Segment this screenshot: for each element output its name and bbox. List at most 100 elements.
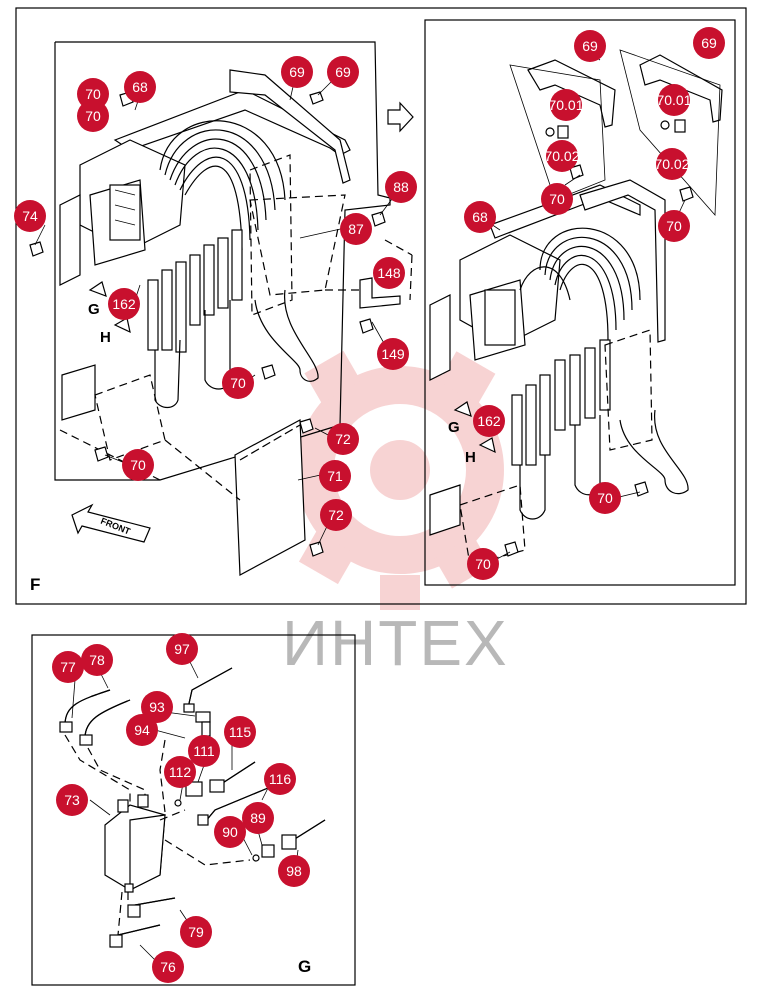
callout-badge: 87 bbox=[340, 213, 372, 245]
panel-g: G bbox=[31, 634, 356, 986]
callout-number: 115 bbox=[229, 724, 252, 740]
callout-badge-circle bbox=[320, 499, 352, 531]
callout-number: 69 bbox=[701, 35, 717, 51]
callout-number: 97 bbox=[174, 641, 190, 657]
right-view-outline bbox=[424, 19, 736, 586]
callout-badge-circle bbox=[141, 691, 173, 723]
panel-g-frame bbox=[31, 634, 356, 986]
callout-badge: 93 bbox=[141, 691, 173, 723]
panel-f-frame bbox=[15, 7, 747, 605]
callout-number: 74 bbox=[22, 208, 38, 224]
callout-badge-circle bbox=[656, 148, 688, 180]
callout-number: 72 bbox=[328, 507, 344, 523]
callout-badge-circle bbox=[52, 651, 84, 683]
callout-badge-circle bbox=[574, 30, 606, 62]
callout-number: 162 bbox=[112, 296, 136, 312]
callout-badge-circle bbox=[77, 100, 109, 132]
callout-badge-circle bbox=[81, 644, 113, 676]
callout-badge: 98 bbox=[278, 855, 310, 887]
callout-badge-circle bbox=[77, 78, 109, 110]
callout-badge-circle bbox=[464, 201, 496, 233]
svg-text:H: H bbox=[465, 449, 476, 466]
panel-f-label: F bbox=[30, 575, 40, 594]
callout-badge: 77 bbox=[52, 651, 84, 683]
callout-badge-circle bbox=[281, 56, 313, 88]
callout-number: 77 bbox=[60, 659, 76, 675]
callout-badge-circle bbox=[658, 210, 690, 242]
left-assembly bbox=[29, 69, 413, 576]
callout-number: 72 bbox=[335, 431, 351, 447]
callout-badge-circle bbox=[340, 213, 372, 245]
callout-number: 76 bbox=[160, 959, 176, 975]
callout-number: 70.02 bbox=[654, 156, 689, 172]
callout-badge: 70 bbox=[77, 100, 109, 132]
callout-badge-circle bbox=[385, 171, 417, 203]
callout-badge: 70 bbox=[658, 210, 690, 242]
callout-badge-circle bbox=[550, 89, 582, 121]
panel-f: F bbox=[15, 7, 747, 605]
left-view-marker-h: H bbox=[100, 317, 131, 346]
callout-number: 116 bbox=[269, 771, 292, 787]
watermark-text: ИНТЕХ bbox=[282, 607, 509, 679]
callout-badge-circle bbox=[327, 56, 359, 88]
callout-badge: 71 bbox=[319, 460, 351, 492]
callout-number: 162 bbox=[477, 413, 501, 429]
callout-badge: 72 bbox=[327, 423, 359, 455]
callout-badge: 89 bbox=[242, 802, 274, 834]
callout-number: 93 bbox=[149, 699, 165, 715]
callout-badge: 149 bbox=[377, 338, 409, 370]
left-view-outline bbox=[54, 41, 391, 481]
callout-badge: 68 bbox=[464, 201, 496, 233]
callout-number: 87 bbox=[348, 221, 364, 237]
callout-badge-circle bbox=[327, 423, 359, 455]
callout-number: 70.01 bbox=[548, 97, 583, 113]
callout-number: 70 bbox=[230, 375, 246, 391]
callout-badge: 94 bbox=[126, 714, 158, 746]
callout-badge: 115 bbox=[224, 716, 256, 748]
callout-number: 148 bbox=[377, 265, 401, 281]
right-view-marker-h: H bbox=[465, 437, 496, 466]
callout-badge: 70.01 bbox=[656, 84, 692, 116]
callout-badge-circle bbox=[122, 449, 154, 481]
callout-badge: 79 bbox=[180, 916, 212, 948]
callout-number: 111 bbox=[193, 743, 214, 759]
callout-badge: 162 bbox=[473, 405, 505, 437]
callout-number: 94 bbox=[134, 722, 150, 738]
callout-badge: 69 bbox=[281, 56, 313, 88]
callout-badge: 112 bbox=[164, 756, 196, 788]
view-transition-arrow-icon bbox=[387, 101, 414, 133]
callout-badge-circle bbox=[658, 84, 690, 116]
callout-badge-circle bbox=[467, 548, 499, 580]
callout-badge: 70 bbox=[467, 548, 499, 580]
callout-number: 69 bbox=[582, 38, 598, 54]
callout-badge: 70.01 bbox=[548, 89, 584, 121]
callout-badge: 97 bbox=[166, 633, 198, 665]
callout-number: 71 bbox=[327, 468, 343, 484]
callout-badge-circle bbox=[546, 140, 578, 172]
callout-badge-circle bbox=[373, 257, 405, 289]
callout-number: 90 bbox=[222, 824, 238, 840]
callout-badge: 73 bbox=[56, 784, 88, 816]
callout-badge-circle bbox=[126, 714, 158, 746]
callout-badge-circle bbox=[224, 716, 256, 748]
callout-badge-circle bbox=[264, 763, 296, 795]
callout-number: 70.02 bbox=[544, 148, 579, 164]
callout-number: 68 bbox=[472, 209, 488, 225]
callout-number: 112 bbox=[169, 764, 192, 780]
callout-number: 70 bbox=[85, 108, 101, 124]
callout-badge: 76 bbox=[152, 951, 184, 983]
callout-badge: 116 bbox=[264, 763, 296, 795]
right-view-marker-g: G bbox=[448, 401, 472, 436]
watermark: ИНТЕХ bbox=[282, 350, 509, 679]
callout-badge-circle bbox=[541, 183, 573, 215]
callout-badge-circle bbox=[108, 288, 140, 320]
svg-text:G: G bbox=[448, 419, 460, 436]
callout-badge-circle bbox=[473, 405, 505, 437]
callout-number: 70 bbox=[85, 86, 101, 102]
callout-badge-circle bbox=[214, 816, 246, 848]
callout-number: 149 bbox=[381, 346, 405, 362]
callout-badge-circle bbox=[14, 200, 46, 232]
callout-badge: 70 bbox=[541, 183, 573, 215]
